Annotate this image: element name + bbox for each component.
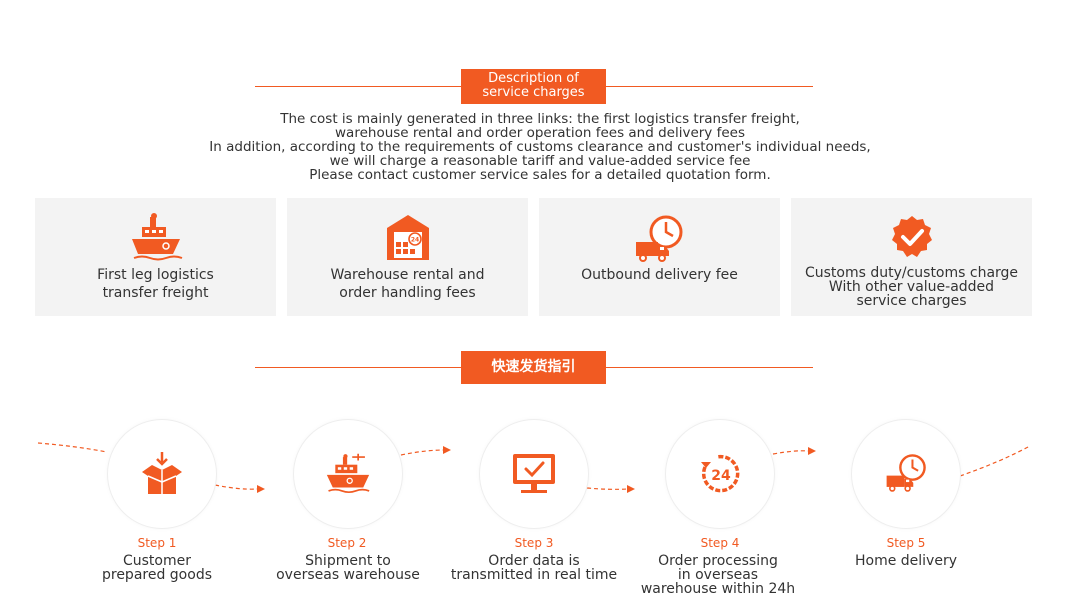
section2-divider-left: [255, 367, 461, 368]
step-label-line: in overseas: [677, 567, 759, 583]
shipping-route-path: [37, 442, 1031, 493]
heading-line-1: Description of: [488, 71, 579, 86]
section1-divider-right: [606, 86, 813, 87]
step-label-line: Order processing: [658, 553, 778, 569]
card-label-line: Outbound delivery fee: [581, 267, 738, 283]
desc-line: In addition, according to the requiremen…: [209, 139, 871, 155]
card-first-leg-freight: First leg logistics transfer freight: [35, 198, 276, 316]
step5-label: Home delivery: [806, 554, 1006, 568]
step2-circle: [293, 419, 403, 529]
step-label-line: Home delivery: [854, 553, 957, 569]
step3-circle: [479, 419, 589, 529]
package-icon: [142, 452, 182, 494]
step5-circle: [851, 419, 961, 529]
step4-circle: 24: [665, 419, 775, 529]
shipping-guide-heading: 快速发货指引: [461, 351, 606, 384]
desc-line: warehouse rental and order operation fee…: [335, 125, 745, 141]
monitor-check-icon: [513, 454, 555, 493]
badge-check-icon: [891, 216, 932, 257]
card-label: First leg logistics transfer freight: [35, 266, 276, 302]
card-label-line: With other value-added: [828, 279, 995, 295]
step3-number: Step 3: [514, 536, 554, 550]
desc-line: The cost is mainly generated in three li…: [280, 111, 800, 127]
step2-number: Step 2: [327, 536, 367, 550]
desc-line: Please contact customer service sales fo…: [309, 167, 771, 183]
card-label-line: transfer freight: [102, 285, 209, 301]
step1-circle: [107, 419, 217, 529]
desc-line: we will charge a reasonable tariff and v…: [329, 153, 751, 169]
24h-icon: 24: [701, 454, 740, 493]
ship-icon: [131, 213, 182, 261]
card-label-line: Customs duty/customs charge: [804, 265, 1019, 281]
warehouse-icon: 24: [386, 215, 429, 260]
delivery-truck-clock-icon: [635, 215, 682, 262]
card-label: Outbound delivery fee: [539, 266, 780, 284]
card-label-line: Warehouse rental and: [330, 267, 485, 283]
step1-label: Customer prepared goods: [57, 554, 257, 582]
svg-text:24: 24: [711, 468, 731, 484]
card-label-line: First leg logistics: [97, 267, 214, 283]
delivery-truck-clock-icon: [886, 454, 926, 492]
service-charges-heading: Description of service charges: [461, 69, 606, 104]
heading-line-2: service charges: [482, 85, 585, 100]
step-label-line: warehouse within 24h: [640, 581, 796, 597]
card-customs-duty: Customs duty/customs charge With other v…: [791, 198, 1032, 316]
step5-number: Step 5: [886, 536, 926, 550]
step-label-line: transmitted in real time: [450, 567, 618, 583]
section2-divider-right: [606, 367, 813, 368]
card-outbound-delivery: Outbound delivery fee: [539, 198, 780, 316]
card-label-line: order handling fees: [339, 285, 476, 301]
step-label-line: overseas warehouse: [276, 567, 420, 583]
svg-text:24: 24: [410, 237, 418, 244]
step2-label: Shipment to overseas warehouse: [248, 554, 448, 582]
ship-icon: [326, 453, 370, 494]
card-label: Customs duty/customs charge With other v…: [791, 266, 1032, 308]
step-label-line: Shipment to: [305, 553, 391, 569]
card-label: Warehouse rental and order handling fees: [287, 266, 528, 302]
card-label-line: service charges: [856, 293, 967, 309]
step4-number: Step 4: [700, 536, 740, 550]
step-label-line: prepared goods: [101, 567, 212, 583]
step3-label: Order data is transmitted in real time: [434, 554, 634, 582]
step-label-line: Customer: [122, 553, 191, 569]
step-label-line: Order data is: [488, 553, 580, 569]
card-warehouse-fees: 24 Warehouse rental and order handling f…: [287, 198, 528, 316]
step1-number: Step 1: [137, 536, 177, 550]
service-charges-description: The cost is mainly generated in three li…: [140, 112, 940, 182]
step4-label: Order processing in overseas warehouse w…: [618, 554, 818, 596]
section1-divider-left: [255, 86, 461, 87]
